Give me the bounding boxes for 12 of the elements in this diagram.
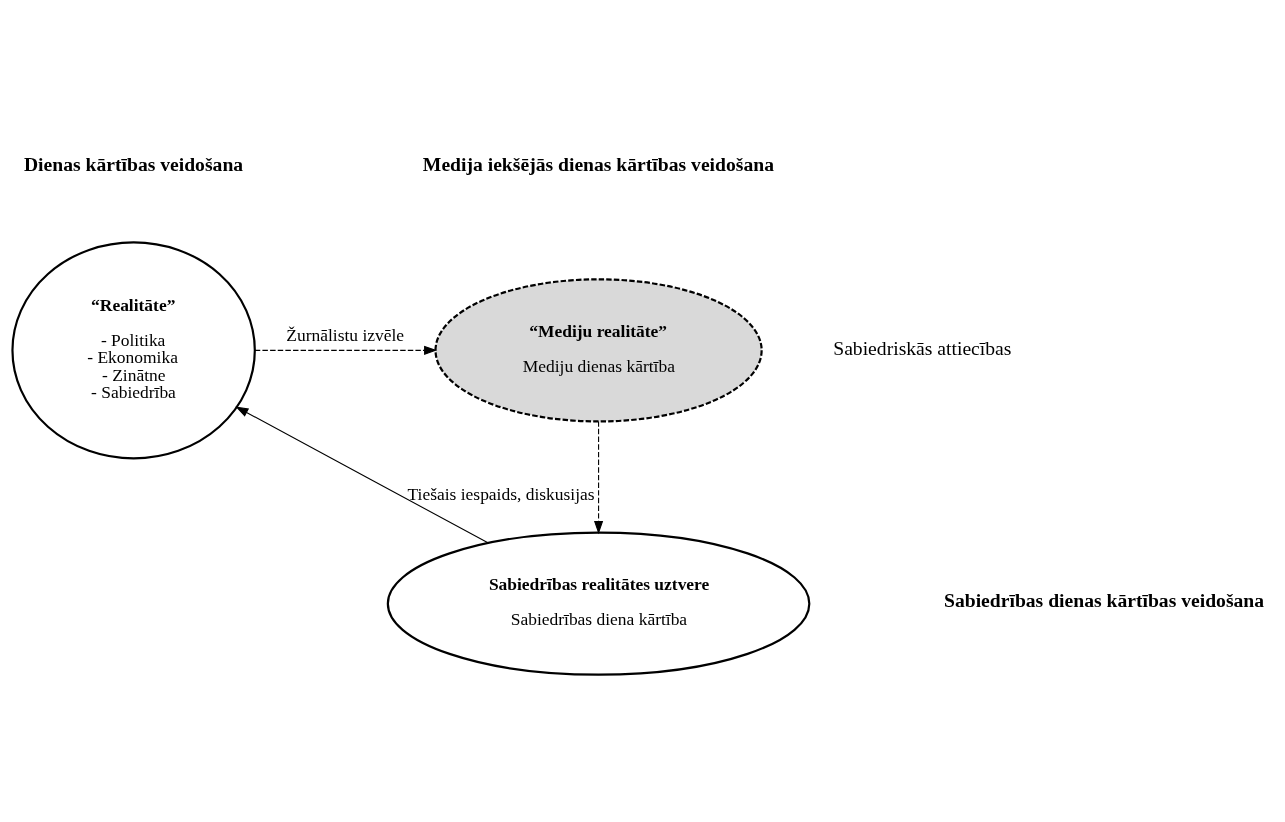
node-ellipse: “Realitāte” - Politika - Ekonomika - Zinātne - Sabiedrība [11,241,256,460]
arrow [594,420,604,535]
arrow [254,345,438,355]
label: Dienas kārtības veidošana [23,152,244,175]
node-ellipse: “Mediju realitāte” Mediju dienas kārtība [434,278,763,423]
label: Sabiedriskās attiecības [833,337,1012,360]
label: Sabiedrības dienas kārtības veidošana [944,589,1265,612]
edge-label: Žurnālistu izvēle [286,325,405,346]
edge-label: Tiešais iespaids, diskusijas [407,483,595,504]
arrow [235,406,489,544]
label: Medija iekšējās dienas kārtības veidošana [422,152,774,175]
node-ellipse: Sabiedrības realitātes uztvere Sabiedrības diena kārtība [386,531,811,676]
